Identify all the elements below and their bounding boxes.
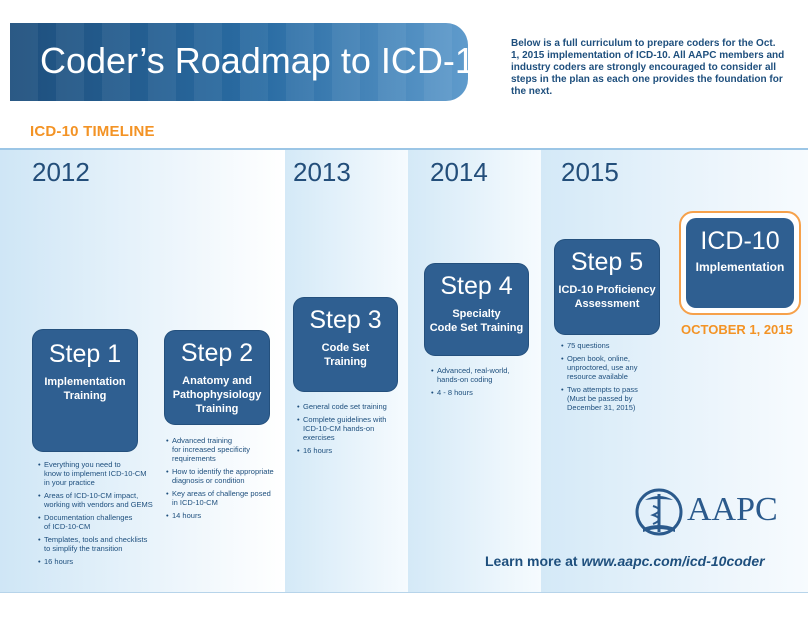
logo-wings bbox=[645, 496, 673, 500]
step-4-details: Advanced, real-world, hands-on coding 4 … bbox=[431, 366, 536, 401]
step-name: ICD-10 Proficiency Assessment bbox=[558, 284, 656, 310]
list-item: Everything you need to know to implement… bbox=[38, 460, 158, 487]
implementation-box: ICD-10 Implementation bbox=[679, 211, 801, 315]
step-2-details: Advanced training for increased specific… bbox=[166, 436, 282, 524]
list-item: How to identify the appropriate diagnosi… bbox=[166, 467, 282, 485]
logo-circle bbox=[635, 488, 683, 536]
step-5-details: 75 questions Open book, online, unprocto… bbox=[561, 341, 661, 416]
step-2-box: Step 2 Anatomy and Pathophysiology Train… bbox=[165, 331, 269, 424]
logo-snake bbox=[650, 505, 660, 525]
step-4-box: Step 4 Specialty Code Set Training bbox=[425, 264, 528, 355]
list-item: Two attempts to pass (Must be passed by … bbox=[561, 385, 661, 412]
implementation-date: OCTOBER 1, 2015 bbox=[681, 322, 793, 337]
list-item: Advanced, real-world, hands-on coding bbox=[431, 366, 536, 384]
list-item: Advanced training for increased specific… bbox=[166, 436, 282, 463]
list-item: 75 questions bbox=[561, 341, 661, 350]
list-item: Documentation challenges of ICD-10-CM bbox=[38, 513, 158, 531]
year-2014: 2014 bbox=[430, 157, 488, 187]
step-name: Anatomy and Pathophysiology Training bbox=[172, 375, 262, 415]
step-number: Step 3 bbox=[309, 306, 382, 334]
list-item: Open book, online, unproctored, use any … bbox=[561, 354, 661, 381]
step-3-details: General code set training Complete guide… bbox=[297, 402, 407, 459]
logo-text: AAPC bbox=[687, 491, 778, 528]
step-number: Step 1 bbox=[48, 340, 122, 368]
list-item: Areas of ICD-10-CM impact, working with … bbox=[38, 491, 158, 509]
list-item: 16 hours bbox=[297, 446, 407, 455]
step-number: Step 2 bbox=[180, 339, 254, 367]
logo-book bbox=[643, 525, 675, 532]
list-item: Key areas of challenge posed in ICD-10-C… bbox=[166, 489, 282, 507]
learn-more-prefix: Learn more at bbox=[485, 553, 582, 569]
list-item: 4 - 8 hours bbox=[431, 388, 536, 397]
implementation-title: ICD-10 bbox=[700, 227, 780, 255]
implementation-inner: ICD-10 Implementation bbox=[686, 218, 794, 308]
title-banner: Coder’s Roadmap to ICD-10 bbox=[10, 23, 468, 101]
implementation-label: Implementation bbox=[695, 260, 785, 274]
bottom-divider bbox=[0, 592, 808, 593]
list-item: 14 hours bbox=[166, 511, 282, 520]
list-item: 16 hours bbox=[38, 557, 158, 566]
aapc-logo bbox=[635, 488, 683, 536]
step-5-box: Step 5 ICD-10 Proficiency Assessment bbox=[555, 240, 659, 334]
list-item: General code set training bbox=[297, 402, 407, 411]
year-2013: 2013 bbox=[293, 157, 351, 187]
step-number: Step 5 bbox=[570, 248, 644, 276]
list-item: Templates, tools and checklists to simpl… bbox=[38, 535, 158, 553]
list-item: Complete guidelines with ICD-10-CM hands… bbox=[297, 415, 407, 442]
step-1-box: Step 1 Implementation Training bbox=[33, 330, 137, 451]
page-title: Coder’s Roadmap to ICD-10 bbox=[40, 40, 468, 81]
learn-more-link[interactable]: www.aapc.com/icd-10coder bbox=[581, 553, 765, 569]
timeline-label: ICD-10 TIMELINE bbox=[30, 123, 155, 140]
step-name: Implementation Training bbox=[44, 376, 126, 402]
timeline-top-border bbox=[0, 148, 808, 150]
year-2015: 2015 bbox=[561, 157, 619, 187]
step-name: Code Set Training bbox=[321, 342, 370, 368]
step-1-details: Everything you need to know to implement… bbox=[38, 460, 158, 570]
learn-more: Learn more at www.aapc.com/icd-10coder bbox=[485, 553, 765, 569]
step-3-box: Step 3 Code Set Training bbox=[294, 298, 397, 391]
step-number: Step 4 bbox=[440, 272, 513, 300]
step-name: Specialty Code Set Training bbox=[429, 308, 524, 334]
intro-text: Below is a full curriculum to prepare co… bbox=[511, 38, 785, 97]
year-2012: 2012 bbox=[32, 157, 90, 187]
